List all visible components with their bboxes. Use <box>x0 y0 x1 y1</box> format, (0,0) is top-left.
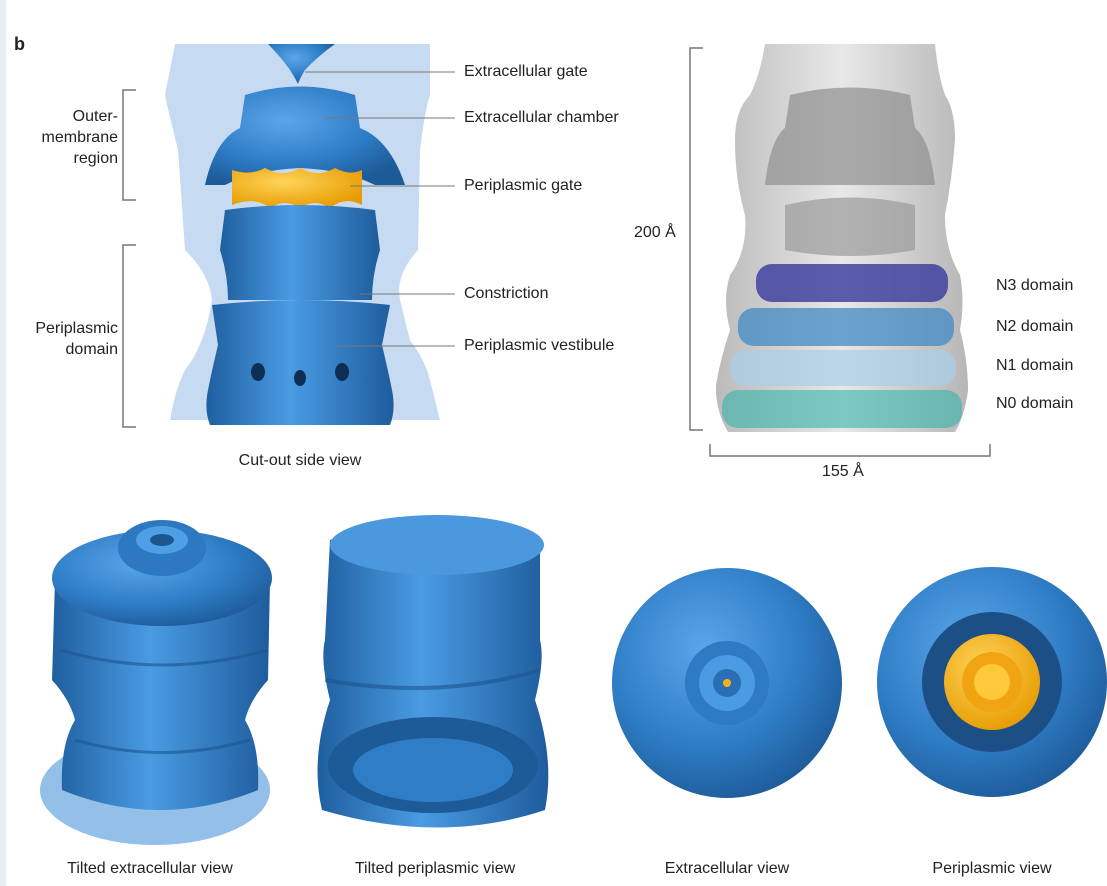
bracket-outer-membrane <box>123 90 136 200</box>
label-extracellular-chamber: Extracellular chamber <box>464 109 619 127</box>
label-periplasmic-gate: Periplasmic gate <box>464 177 582 195</box>
caption-tilted-periplasmic: Tilted periplasmic view <box>310 860 560 878</box>
width-dimension <box>710 444 990 456</box>
caption-periplasmic-view: Periplasmic view <box>892 860 1092 878</box>
label-height-200: 200 Å <box>634 224 676 242</box>
extracellular-top-view <box>612 568 842 798</box>
caption-cutout-side-view: Cut-out side view <box>180 452 420 470</box>
label-width-155: 155 Å <box>822 463 864 481</box>
label-n1-domain: N1 domain <box>996 357 1073 375</box>
n1-domain-band <box>730 350 956 386</box>
cutout-side-view <box>123 44 455 427</box>
label-extracellular-gate: Extracellular gate <box>464 63 588 81</box>
caption-tilted-extracellular: Tilted extracellular view <box>30 860 270 878</box>
constriction-body <box>220 205 380 300</box>
bracket-periplasmic <box>123 245 136 427</box>
label-periplasmic-domain: Periplasmic domain <box>8 318 118 360</box>
label-constriction: Constriction <box>464 285 548 303</box>
caption-extracellular-view: Extracellular view <box>627 860 827 878</box>
label-n3-domain: N3 domain <box>996 277 1073 295</box>
periplasmic-bottom-view <box>877 567 1107 797</box>
label-n0-domain: N0 domain <box>996 395 1073 413</box>
tilted-periplasmic-view <box>318 515 549 828</box>
label-periplasmic-vestibule: Periplasmic vestibule <box>464 337 614 355</box>
n0-domain-band <box>722 390 962 428</box>
label-n2-domain: N2 domain <box>996 318 1073 336</box>
domain-surface-view <box>690 44 990 456</box>
n3-domain-band <box>756 264 948 302</box>
tilted-extracellular-view <box>40 520 272 845</box>
height-dimension <box>690 48 703 430</box>
label-outer-membrane-region: Outer- membrane region <box>8 106 118 169</box>
periplasmic-vestibule <box>206 300 393 425</box>
n2-domain-band <box>738 308 954 346</box>
